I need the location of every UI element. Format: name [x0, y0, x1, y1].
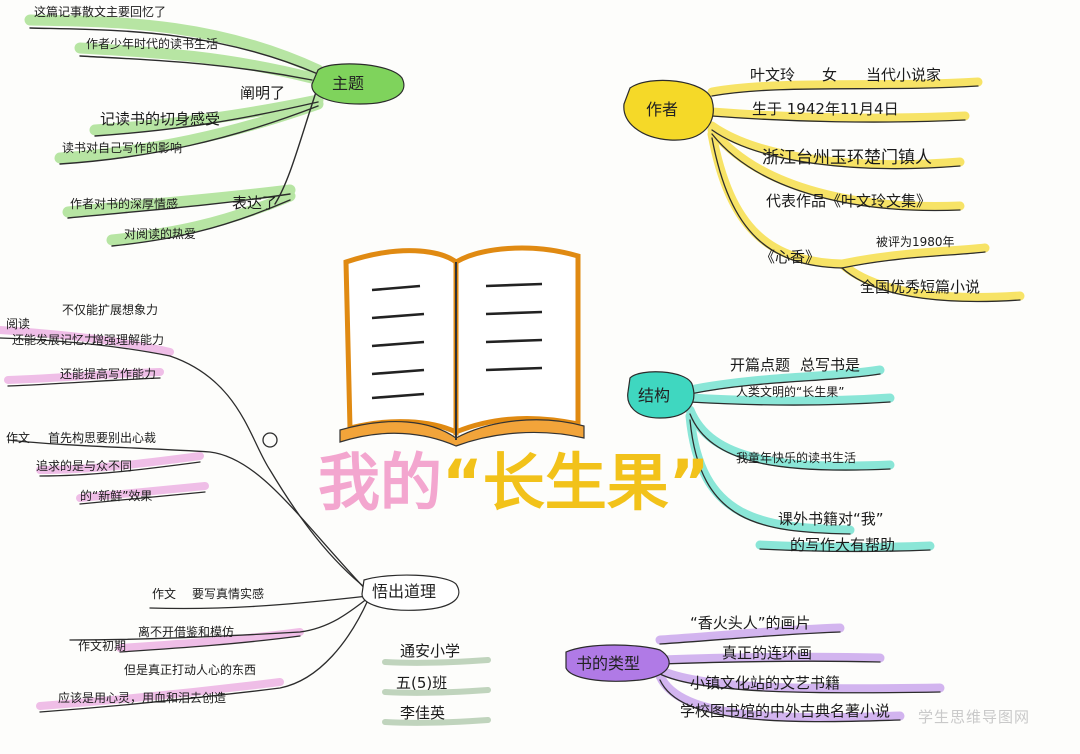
theme-item: 作者少年时代的读书生活 — [86, 37, 219, 51]
reason-item: 阅读 — [6, 317, 31, 331]
reason-item: 但是真正打动人心的东西 — [124, 663, 257, 677]
reason-item: 作文 — [152, 587, 177, 601]
theme-item: 对阅读的热爱 — [124, 227, 197, 241]
node-reason: 悟出道理 — [372, 582, 437, 601]
author-item: 当代小说家 — [866, 66, 942, 84]
author-item: 《心香》 — [760, 248, 821, 266]
theme-item: 读书对自己写作的影响 — [62, 141, 183, 155]
reason-item: 还能提高写作能力 — [60, 367, 157, 381]
reason-item: 还能发展记忆力 — [12, 333, 97, 347]
structure-item: 我童年快乐的读书生活 — [736, 451, 857, 465]
author-item: 女 — [822, 66, 838, 84]
reason-item: 首先构思要别出心裁 — [48, 431, 157, 445]
reason-item: 追求的是与众不同 — [36, 459, 133, 473]
structure-item: 人类文明的“长生果” — [736, 385, 845, 399]
books-item: 小镇文化站的文艺书籍 — [690, 674, 841, 692]
author-item: 代表作品《叶文玲文集》 — [766, 192, 932, 210]
node-book-types: 书的类型 — [576, 654, 641, 673]
author-item: 被评为1980年 — [876, 235, 955, 249]
signature-name: 李佳英 — [400, 704, 446, 722]
map-title: 我的“长生果” — [318, 452, 710, 514]
author-item: 全国优秀短篇小说 — [860, 278, 981, 296]
open-book-icon — [339, 245, 585, 447]
signature-school: 通安小学 — [400, 642, 461, 660]
books-item: 真正的连环画 — [722, 644, 813, 662]
reason-item: 不仅能扩展想象力 — [62, 303, 159, 317]
theme-item: 阐明了 — [240, 84, 286, 102]
theme-item: 表达了 — [232, 194, 278, 212]
books-item: “香火头人”的画片 — [690, 614, 811, 632]
map-title-part2: “长生果” — [442, 446, 710, 519]
reason-item: 作文初期 — [78, 639, 127, 653]
theme-item: 这篇记事散文主要回忆了 — [34, 5, 167, 19]
reason-item: 应该是用心灵，用血和泪去创造 — [58, 691, 227, 705]
structure-item: 总写书是 — [800, 356, 861, 374]
structure-item: 课外书籍对“我” — [778, 510, 884, 528]
author-item: 浙江台州玉环楚门镇人 — [762, 148, 932, 168]
author-item: 叶文玲 — [750, 66, 796, 84]
reason-item: 的“新鲜”效果 — [80, 489, 153, 503]
books-item: 学校图书馆的中外古典名著小说 — [680, 702, 891, 720]
map-title-part1: 我的 — [318, 446, 443, 519]
theme-item: 作者对书的深厚情感 — [70, 197, 179, 211]
reason-item: 离不开借鉴和模仿 — [138, 625, 235, 639]
structure-item: 开篇点题 — [730, 356, 791, 374]
reason-item: 作文 — [6, 431, 31, 445]
reason-item: 增强理解能力 — [92, 333, 165, 347]
reason-item: 要写真情实感 — [192, 587, 265, 601]
node-author: 作者 — [646, 100, 679, 119]
watermark: 学生思维导图网 — [918, 708, 1031, 726]
theme-item: 记读书的切身感受 — [100, 110, 221, 128]
structure-item: 的写作大有帮助 — [790, 536, 896, 554]
author-item: 生于 1942年11月4日 — [752, 100, 899, 118]
node-theme: 主题 — [332, 74, 365, 93]
signature-class: 五(5)班 — [396, 674, 448, 692]
node-structure: 结构 — [638, 386, 671, 405]
